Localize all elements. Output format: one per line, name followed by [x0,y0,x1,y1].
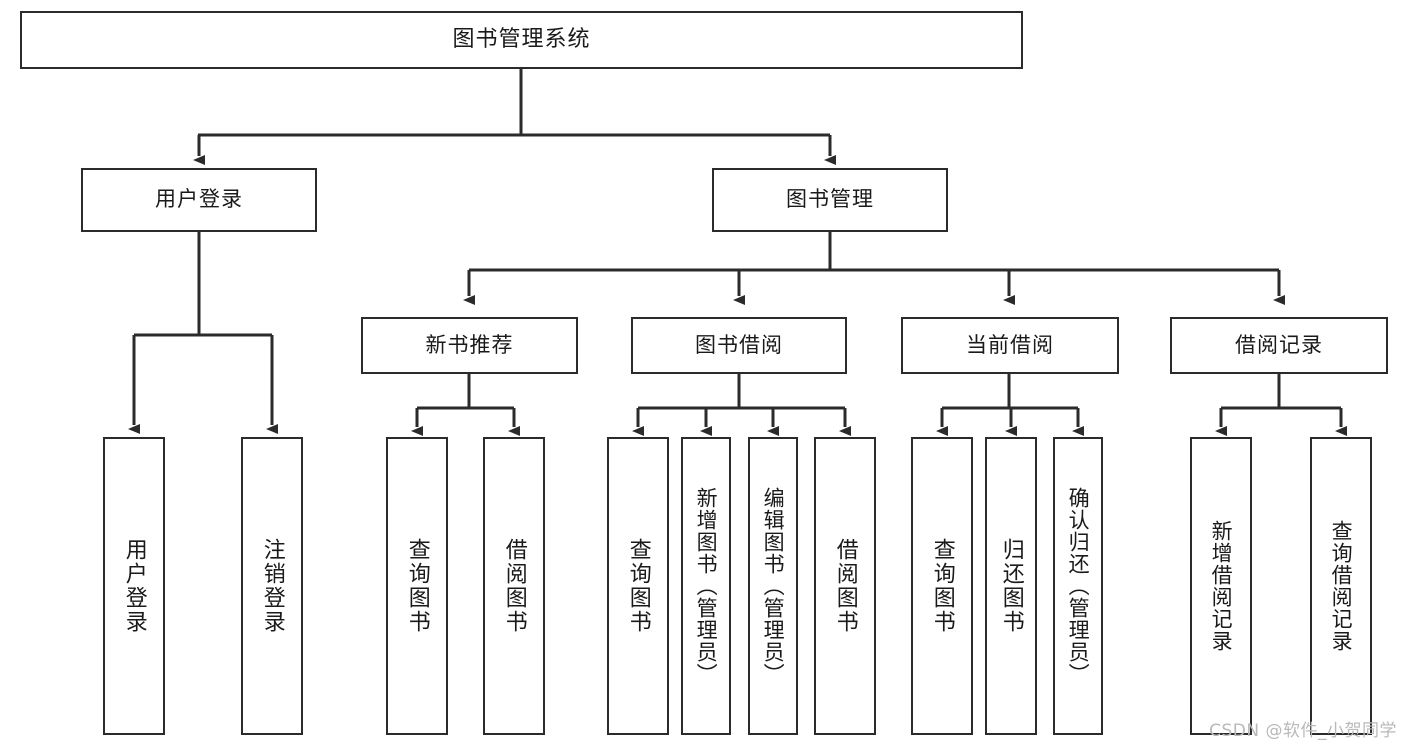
node-leaf-query-book-2-label: 查询图书 [625,538,651,634]
node-leaf-add-record-label: 新增借阅记录 [1209,520,1234,652]
node-leaf-query-book-3-label: 查询图书 [929,538,955,634]
node-leaf-borrow-book-2[interactable]: 借阅图书 [814,437,876,735]
node-book-manage[interactable]: 图书管理 [712,168,948,232]
node-borrow-record[interactable]: 借阅记录 [1170,317,1388,374]
node-leaf-add-record[interactable]: 新增借阅记录 [1190,437,1252,735]
node-leaf-logout[interactable]: 注销登录 [241,437,303,735]
node-leaf-user-login[interactable]: 用户登录 [103,437,165,735]
node-leaf-add-book-label: 新增图书（管理员） [694,487,719,685]
node-leaf-query-record[interactable]: 查询借阅记录 [1310,437,1372,735]
node-leaf-logout-label: 注销登录 [259,538,285,634]
node-book-borrow-label: 图书借阅 [695,332,783,357]
node-leaf-borrow-book-1-label: 借阅图书 [501,538,527,634]
node-leaf-borrow-book-2-label: 借阅图书 [832,538,858,634]
node-current-borrow-label: 当前借阅 [966,332,1054,357]
node-leaf-query-book-3[interactable]: 查询图书 [911,437,973,735]
node-leaf-confirm-return-label: 确认归还（管理员） [1066,487,1091,685]
node-leaf-query-book-1-label: 查询图书 [404,538,430,634]
node-borrow-record-label: 借阅记录 [1235,332,1323,357]
node-leaf-return-book-label: 归还图书 [998,538,1024,634]
node-leaf-query-book-2[interactable]: 查询图书 [607,437,669,735]
node-new-book-rec-label: 新书推荐 [425,332,514,357]
node-leaf-query-book-1[interactable]: 查询图书 [386,437,448,735]
node-user-login[interactable]: 用户登录 [81,168,317,232]
node-leaf-user-login-label: 用户登录 [121,538,147,634]
node-leaf-query-record-label: 查询借阅记录 [1329,520,1354,652]
node-leaf-return-book[interactable]: 归还图书 [985,437,1037,735]
node-root-system[interactable]: 图书管理系统 [20,11,1023,69]
node-leaf-edit-book[interactable]: 编辑图书（管理员） [748,437,798,735]
node-leaf-add-book[interactable]: 新增图书（管理员） [681,437,731,735]
node-new-book-rec[interactable]: 新书推荐 [361,317,578,374]
node-current-borrow[interactable]: 当前借阅 [901,317,1119,374]
node-book-borrow[interactable]: 图书借阅 [631,317,847,374]
node-leaf-borrow-book-1[interactable]: 借阅图书 [483,437,545,735]
node-leaf-edit-book-label: 编辑图书（管理员） [761,487,786,685]
node-root-system-label: 图书管理系统 [452,26,591,52]
node-leaf-confirm-return[interactable]: 确认归还（管理员） [1053,437,1103,735]
node-user-login-label: 用户登录 [155,187,243,212]
node-book-manage-label: 图书管理 [786,187,874,212]
